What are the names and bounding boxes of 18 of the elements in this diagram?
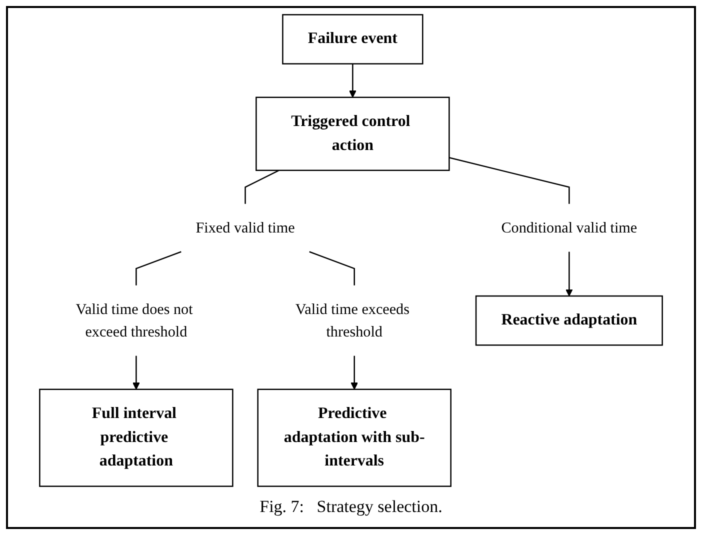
node-text: Valid time does not exceed threshold <box>76 300 193 340</box>
arrow <box>348 64 356 98</box>
node-text: Fixed valid time <box>196 219 295 236</box>
node-box: Failure event <box>282 14 424 64</box>
node-box: Reactive adaptation <box>475 295 663 346</box>
node-text: Valid time exceeds threshold <box>295 300 410 340</box>
node-box: Triggered control action <box>256 96 450 171</box>
arrow <box>350 356 358 390</box>
connector <box>136 251 182 286</box>
connector <box>449 157 570 204</box>
node-box: Full interval predictive adaptation <box>39 388 234 487</box>
arrow <box>132 356 140 390</box>
arrow <box>565 252 573 296</box>
figure-caption: Fig. 7: Strategy selection. <box>260 497 442 517</box>
connector <box>309 251 355 286</box>
node-text: Conditional valid time <box>501 219 638 236</box>
connector <box>244 170 280 204</box>
node-box: Predictive adaptation with sub-intervals <box>257 388 452 487</box>
